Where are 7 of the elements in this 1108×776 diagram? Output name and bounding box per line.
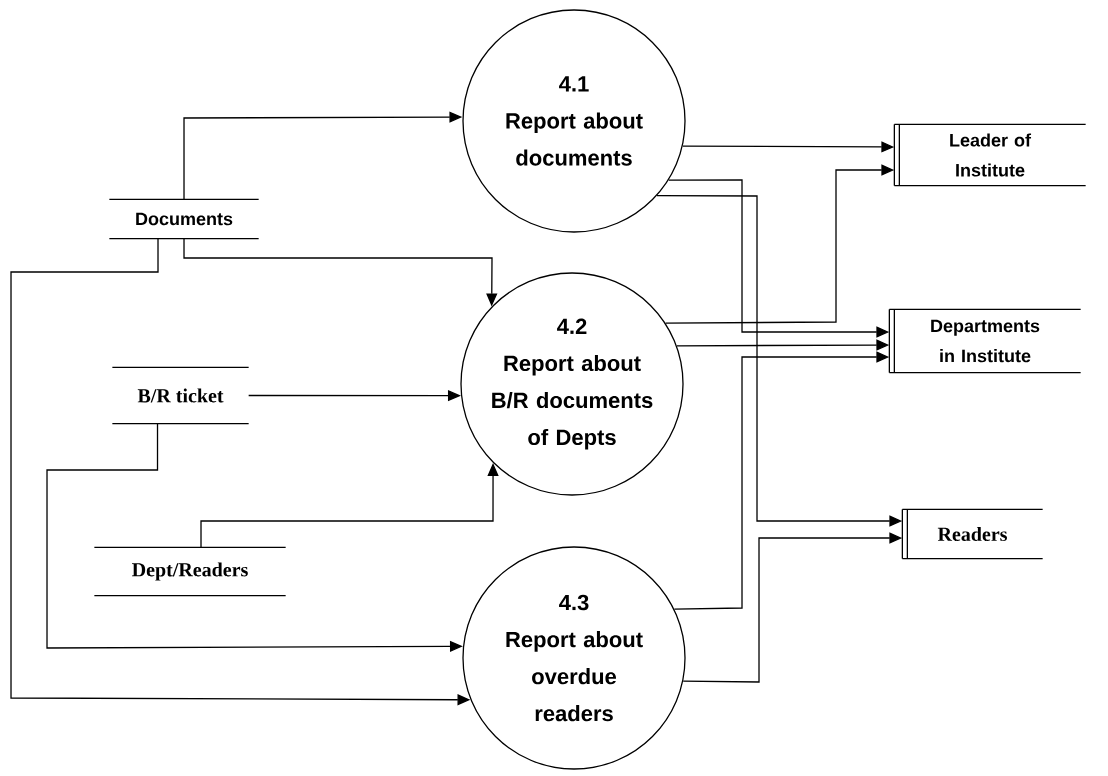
arrow — [200, 463, 499, 548]
external-entity: Leader of Institute — [893, 123, 1087, 187]
data-store: B/R ticket — [111, 366, 250, 425]
external-entity: Departments in Institute — [888, 308, 1082, 374]
data-store: Documents — [108, 198, 260, 240]
external-entity: Readers — [901, 508, 1044, 560]
data-store: Dept/Readers — [93, 546, 287, 597]
